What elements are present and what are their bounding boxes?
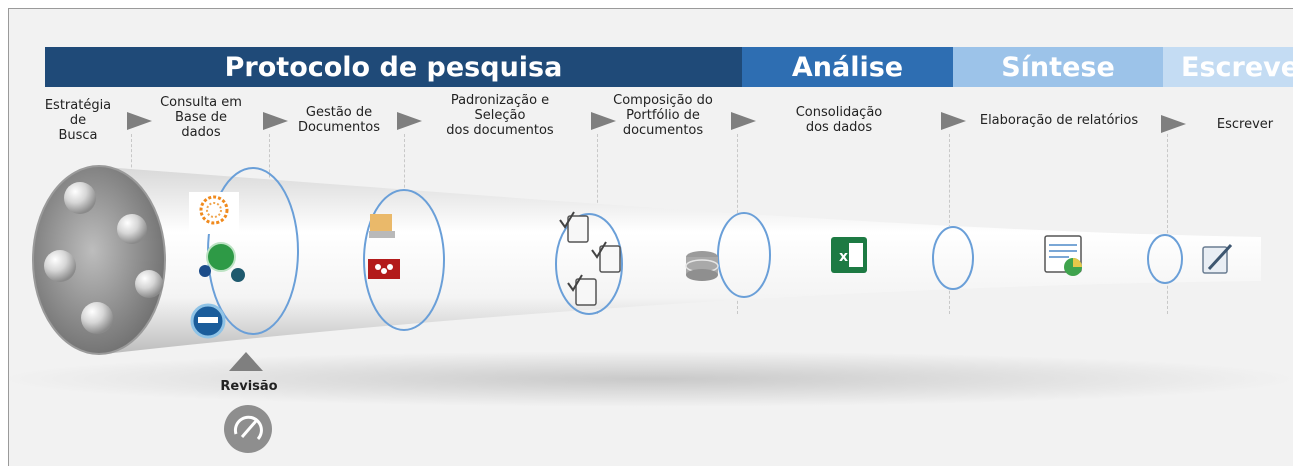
phase-banner-protocolo: Protocolo de pesquisa xyxy=(45,47,742,87)
web-of-science-icon xyxy=(189,192,239,234)
step-arrow xyxy=(397,112,422,130)
funnel-ring xyxy=(1147,234,1183,284)
review-label: Revisão xyxy=(220,379,278,394)
phase-banner-analise: Análise xyxy=(742,47,953,87)
phase-banner-escrever: Escrever xyxy=(1163,47,1293,87)
funnel-ring xyxy=(555,213,623,315)
separator-line xyxy=(949,134,950,314)
report-chart-icon xyxy=(1044,235,1082,276)
step-arrow xyxy=(591,112,616,130)
step-consolidacao-dados: Consolidação dos dados xyxy=(795,105,883,135)
funnel-ring xyxy=(717,212,771,298)
step-escrever: Escrever xyxy=(1216,117,1274,132)
sphere-cluster-icon xyxy=(32,165,166,355)
pen-edit-icon xyxy=(1202,243,1233,274)
step-elaboracao-relatorios: Elaboração de relatórios xyxy=(979,113,1139,128)
phase-banner-sintese: Síntese xyxy=(953,47,1163,87)
step-arrow xyxy=(941,112,966,130)
step-arrow xyxy=(127,112,152,130)
funnel-ring xyxy=(932,226,974,290)
checked-document-icon xyxy=(559,211,621,306)
step-consulta-base: Consulta em Base de dados xyxy=(160,95,242,140)
separator-line xyxy=(1167,134,1168,314)
funnel-ring xyxy=(363,189,445,331)
edit-cycle-icon[interactable] xyxy=(224,405,272,453)
step-gestao-documentos: Gestão de Documentos xyxy=(297,105,381,135)
scopus-icon xyxy=(231,268,245,282)
svg-text:x: x xyxy=(839,249,848,265)
step-estrategia-busca: Estratégia de Busca xyxy=(44,98,112,143)
endnote-icon xyxy=(369,214,395,238)
funnel-graphic: x xyxy=(9,165,1293,453)
funnel-tube xyxy=(104,167,1261,354)
step-arrow xyxy=(731,112,756,130)
diagram-frame: Protocolo de pesquisa Análise Síntese Es… xyxy=(8,8,1293,466)
step-composicao-portfolio: Composição do Portfólio de documentos xyxy=(613,93,713,138)
funnel-shadow xyxy=(9,351,1293,407)
excel-icon: x xyxy=(831,237,867,273)
review-arrow-icon xyxy=(229,352,263,371)
step-arrow xyxy=(263,112,288,130)
step-arrow xyxy=(1161,115,1186,133)
scielo-icon xyxy=(199,242,236,277)
database-icon xyxy=(685,251,719,281)
ebsco-icon xyxy=(190,303,226,339)
mendeley-icon xyxy=(368,259,400,279)
step-padronizacao-selecao: Padronização e Seleção dos documentos xyxy=(446,93,554,138)
